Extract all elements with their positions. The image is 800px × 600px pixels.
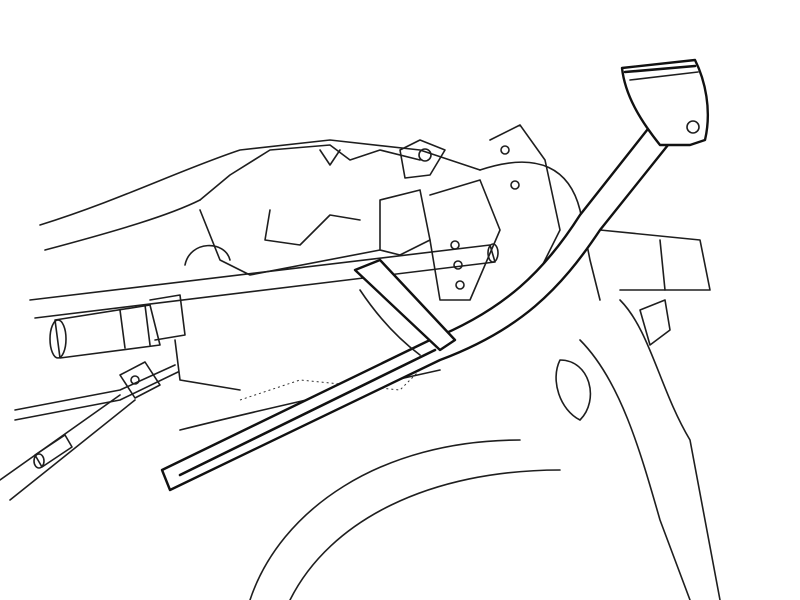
bolt — [33, 434, 73, 469]
rack-grab-pad — [620, 58, 710, 147]
motorcycle-tail-body — [39, 124, 721, 600]
cross-bar — [29, 243, 499, 319]
shock-absorber — [14, 294, 241, 421]
